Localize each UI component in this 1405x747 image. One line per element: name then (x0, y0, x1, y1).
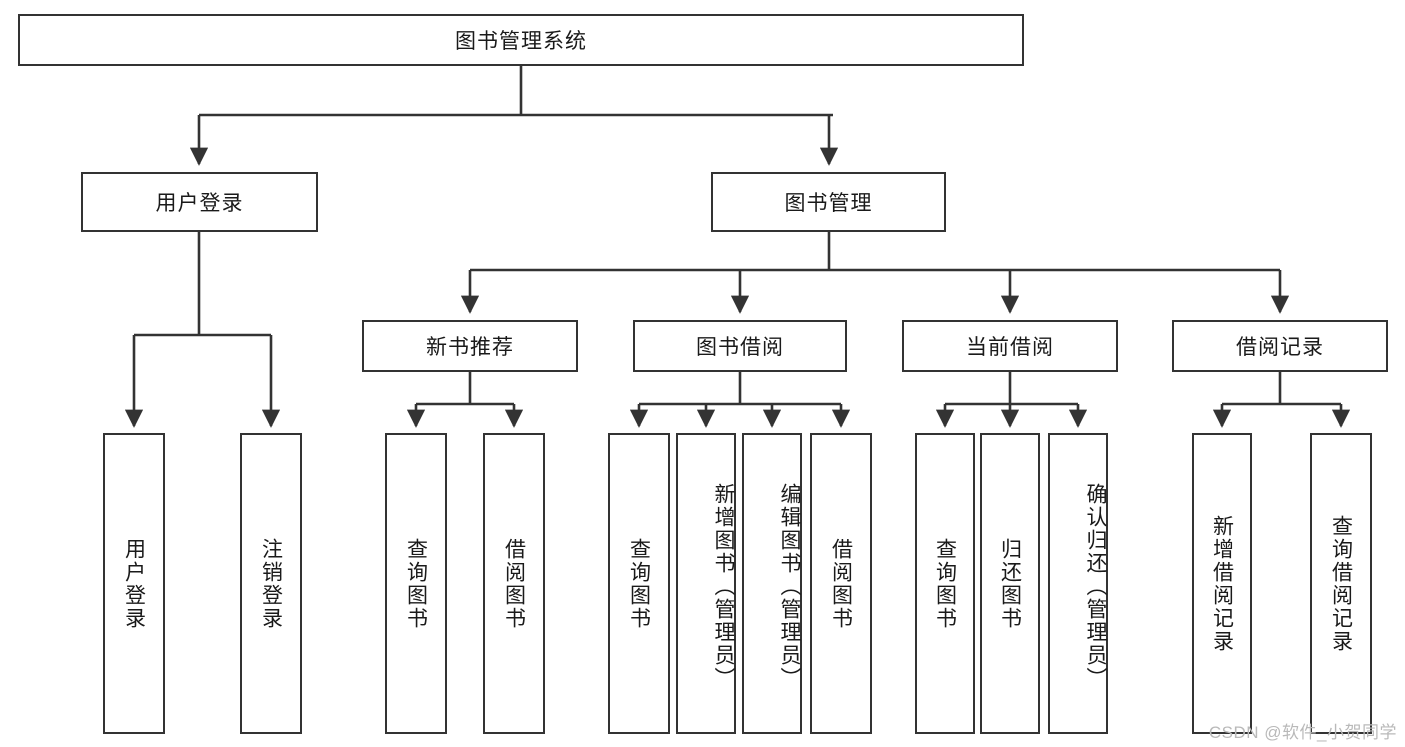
node-leaf-borrow-book-2-label: 借阅图书 (829, 537, 853, 630)
node-leaf-user-logout-label: 注销登录 (259, 537, 283, 630)
node-current-borrow[interactable]: 当前借阅 (902, 320, 1118, 372)
node-leaf-query-record-label: 查询借阅记录 (1329, 514, 1353, 653)
node-book-borrow[interactable]: 图书借阅 (633, 320, 847, 372)
node-new-book-rec[interactable]: 新书推荐 (362, 320, 578, 372)
node-leaf-query-book-3[interactable]: 查询图书 (915, 433, 975, 734)
node-leaf-query-book-3-label: 查询图书 (933, 537, 957, 630)
node-leaf-confirm-return-label: 确认归还（管理员） (1084, 483, 1107, 690)
node-book-manage-label: 图书管理 (784, 192, 873, 215)
node-current-borrow-label: 当前借阅 (966, 336, 1054, 359)
node-root-label: 图书管理系统 (455, 30, 587, 53)
node-new-book-rec-label: 新书推荐 (426, 336, 514, 359)
node-root[interactable]: 图书管理系统 (18, 14, 1024, 66)
node-leaf-confirm-return[interactable]: 确认归还（管理员） (1048, 433, 1108, 734)
node-user-login-label: 用户登录 (155, 192, 244, 215)
node-leaf-borrow-book-2[interactable]: 借阅图书 (810, 433, 872, 734)
node-leaf-add-book-label: 新增图书（管理员） (712, 483, 735, 690)
node-leaf-edit-book[interactable]: 编辑图书（管理员） (742, 433, 802, 734)
node-leaf-borrow-book-1[interactable]: 借阅图书 (483, 433, 545, 734)
node-book-borrow-label: 图书借阅 (696, 336, 784, 359)
node-leaf-user-login-label: 用户登录 (122, 537, 146, 630)
node-borrow-record[interactable]: 借阅记录 (1172, 320, 1388, 372)
watermark: CSDN @软件_小贺同学 (1208, 723, 1397, 742)
node-leaf-add-record[interactable]: 新增借阅记录 (1192, 433, 1252, 734)
node-leaf-return-book[interactable]: 归还图书 (980, 433, 1040, 734)
node-leaf-borrow-book-1-label: 借阅图书 (502, 537, 526, 630)
node-leaf-query-record[interactable]: 查询借阅记录 (1310, 433, 1372, 734)
node-leaf-query-book-2-label: 查询图书 (627, 537, 651, 630)
node-leaf-add-book[interactable]: 新增图书（管理员） (676, 433, 736, 734)
node-leaf-add-record-label: 新增借阅记录 (1210, 514, 1234, 653)
node-leaf-edit-book-label: 编辑图书（管理员） (778, 483, 801, 690)
node-leaf-user-login[interactable]: 用户登录 (103, 433, 165, 734)
node-leaf-user-logout[interactable]: 注销登录 (240, 433, 302, 734)
node-user-login[interactable]: 用户登录 (81, 172, 318, 232)
node-leaf-query-book-1-label: 查询图书 (404, 537, 428, 630)
node-book-manage[interactable]: 图书管理 (711, 172, 946, 232)
node-leaf-return-book-label: 归还图书 (998, 537, 1022, 630)
node-leaf-query-book-2[interactable]: 查询图书 (608, 433, 670, 734)
node-borrow-record-label: 借阅记录 (1236, 336, 1324, 359)
node-leaf-query-book-1[interactable]: 查询图书 (385, 433, 447, 734)
